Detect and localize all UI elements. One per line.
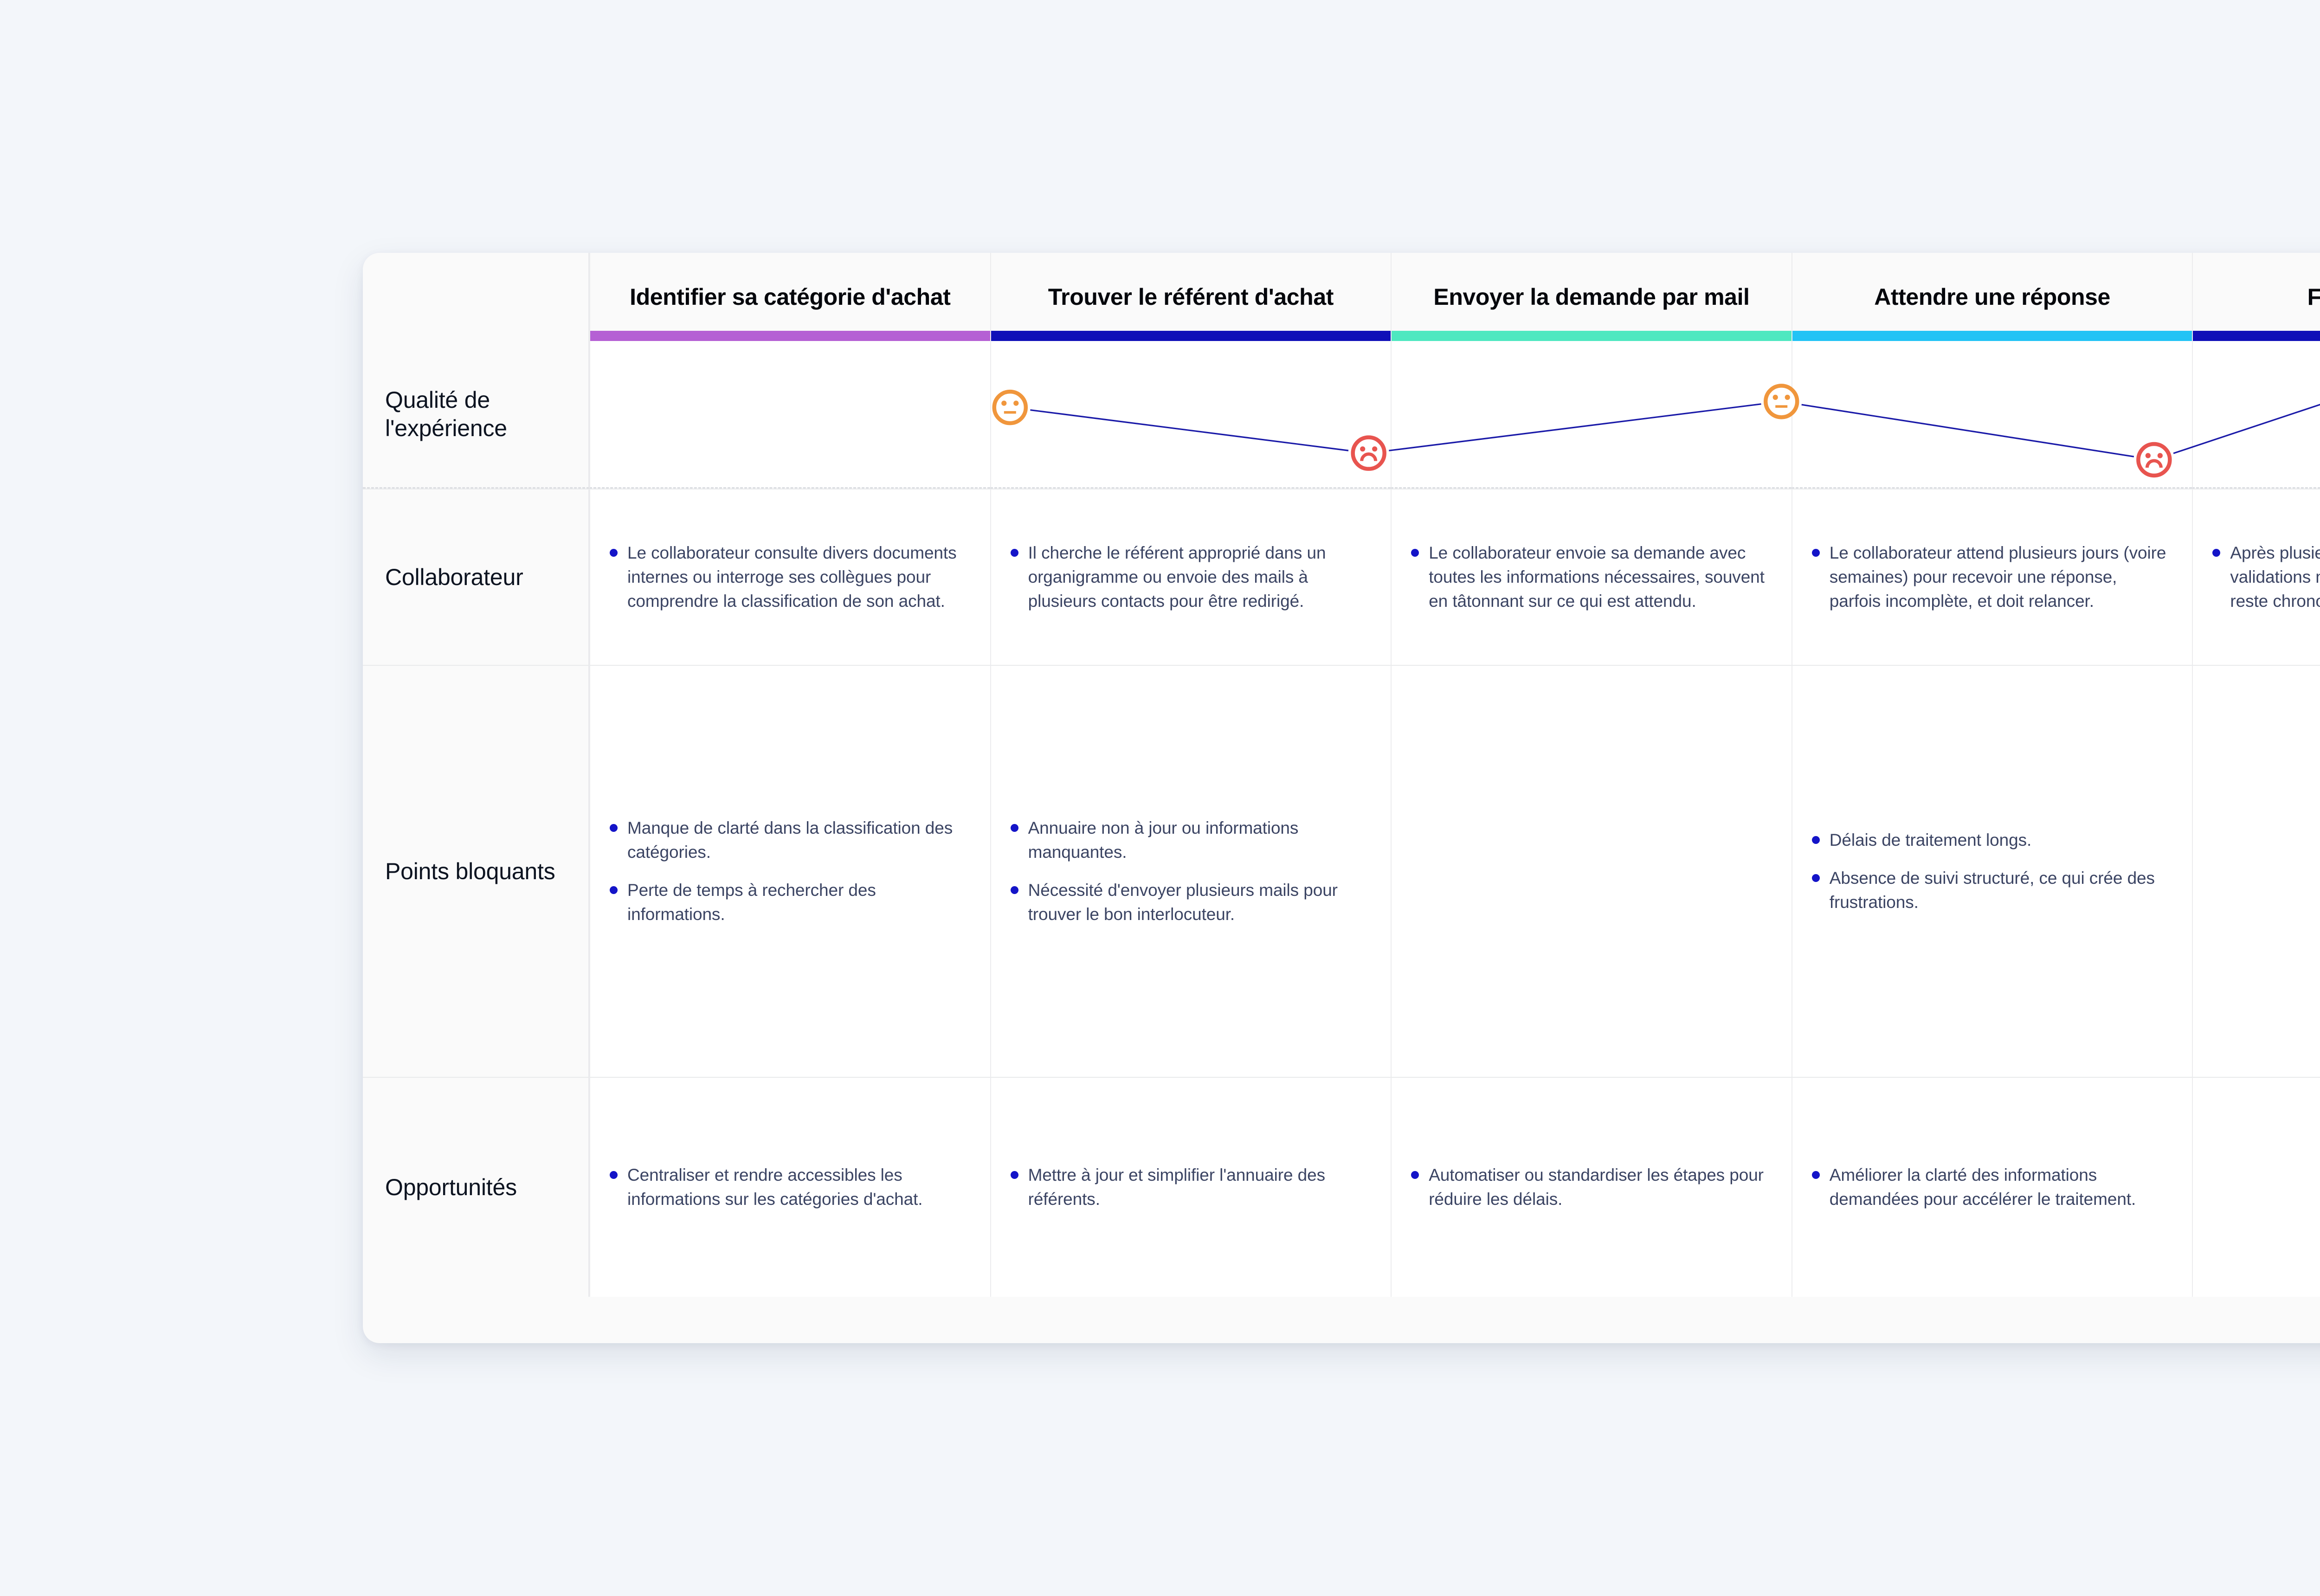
points-bloquants-cell-3 <box>1391 665 1792 1077</box>
experience-cell-3 <box>1391 341 1792 489</box>
bullet-list: Il cherche le référent approprié dans un… <box>1007 541 1372 613</box>
stage-title: Attendre une réponse <box>1874 284 2110 310</box>
row-label-points-bloquants: Points bloquants <box>363 665 589 1077</box>
list-item: Délais de traitement longs. <box>1808 828 2173 852</box>
row-label-text: Points bloquants <box>385 858 555 884</box>
row-label-text: Collaborateur <box>385 564 523 590</box>
stage-title: Identifier sa catégorie d'achat <box>630 284 951 310</box>
points-bloquants-cell-5 <box>2192 665 2320 1077</box>
list-item: Le collaborateur attend plusieurs jours … <box>1808 541 2173 613</box>
list-item: Après plusieurs échanges, il obtient les… <box>2209 541 2320 613</box>
bullet-list: Le collaborateur consulte divers documen… <box>606 541 971 613</box>
collaborateur-cell-3: Le collaborateur envoie sa demande avec … <box>1391 489 1792 665</box>
journey-map-card: Identifier sa catégorie d'achat Trouver … <box>363 253 2320 1343</box>
experience-cell-4 <box>1791 341 2192 489</box>
collaborateur-cell-1: Le collaborateur consulte divers documen… <box>589 489 990 665</box>
stage-color-bar <box>590 331 990 341</box>
stage-title: Trouver le référent d'achat <box>1048 284 1334 310</box>
bullet-list: Mettre à jour et simplifier l'annuaire d… <box>1007 1163 1372 1211</box>
bullet-list: Le collaborateur attend plusieurs jours … <box>1808 541 2173 613</box>
stage-header-4[interactable]: Attendre une réponse <box>1791 253 2192 341</box>
points-bloquants-cell-1: Manque de clarté dans la classification … <box>589 665 990 1077</box>
stage-title: Envoyer la demande par mail <box>1433 284 1750 310</box>
collaborateur-cell-5: Après plusieurs échanges, il obtient les… <box>2192 489 2320 665</box>
row-label-collaborateur: Collaborateur <box>363 489 589 665</box>
experience-cell-1 <box>589 341 990 489</box>
list-item: Centraliser et rendre accessibles les in… <box>606 1163 971 1211</box>
stage-header-2[interactable]: Trouver le référent d'achat <box>990 253 1391 341</box>
opportunites-cell-4: Améliorer la clarté des informations dem… <box>1791 1077 2192 1297</box>
stage-color-bar <box>2193 331 2320 341</box>
opportunites-cell-3: Automatiser ou standardiser les étapes p… <box>1391 1077 1792 1297</box>
opportunites-cell-5 <box>2192 1077 2320 1297</box>
list-item: Manque de clarté dans la classification … <box>606 816 971 864</box>
list-item: Améliorer la clarté des informations dem… <box>1808 1163 2173 1211</box>
stage-header-5[interactable]: Finaliser l'achat <box>2192 253 2320 341</box>
opportunites-cell-1: Centraliser et rendre accessibles les in… <box>589 1077 990 1297</box>
opportunites-cell-2: Mettre à jour et simplifier l'annuaire d… <box>990 1077 1391 1297</box>
stage-color-bar <box>1792 331 2192 341</box>
bullet-list: Après plusieurs échanges, il obtient les… <box>2209 541 2320 613</box>
list-item: Le collaborateur envoie sa demande avec … <box>1407 541 1772 613</box>
list-item: Absence de suivi structuré, ce qui crée … <box>1808 866 2173 914</box>
bullet-list: Centraliser et rendre accessibles les in… <box>606 1163 971 1211</box>
list-item: Le collaborateur consulte divers documen… <box>606 541 971 613</box>
bullet-list: Améliorer la clarté des informations dem… <box>1808 1163 2173 1211</box>
stage-color-bar <box>1392 331 1792 341</box>
list-item: Perte de temps à rechercher des informat… <box>606 878 971 927</box>
experience-cell-2 <box>990 341 1391 489</box>
bullet-list: Automatiser ou standardiser les étapes p… <box>1407 1163 1772 1211</box>
row-label-opportunites: Opportunités <box>363 1077 589 1297</box>
collaborateur-cell-2: Il cherche le référent approprié dans un… <box>990 489 1391 665</box>
stage-header-3[interactable]: Envoyer la demande par mail <box>1391 253 1792 341</box>
list-item: Annuaire non à jour ou informations manq… <box>1007 816 1372 864</box>
list-item: Mettre à jour et simplifier l'annuaire d… <box>1007 1163 1372 1211</box>
bullet-list: Annuaire non à jour ou informations manq… <box>1007 816 1372 926</box>
row-label-experience: Qualité de l'expérience <box>363 341 589 489</box>
list-item: Il cherche le référent approprié dans un… <box>1007 541 1372 613</box>
points-bloquants-cell-4: Délais de traitement longs. Absence de s… <box>1791 665 2192 1077</box>
header-corner-cell <box>363 253 589 341</box>
stage-header-1[interactable]: Identifier sa catégorie d'achat <box>589 253 990 341</box>
collaborateur-cell-4: Le collaborateur attend plusieurs jours … <box>1791 489 2192 665</box>
stage-title: Finaliser l'achat <box>2307 284 2320 310</box>
stage-color-bar <box>991 331 1391 341</box>
bullet-list: Manque de clarté dans la classification … <box>606 816 971 926</box>
points-bloquants-cell-2: Annuaire non à jour ou informations manq… <box>990 665 1391 1077</box>
row-label-text: Qualité de l'expérience <box>385 386 507 441</box>
row-label-text: Opportunités <box>385 1174 517 1200</box>
list-item: Automatiser ou standardiser les étapes p… <box>1407 1163 1772 1211</box>
experience-cell-5 <box>2192 341 2320 489</box>
journey-map-grid: Identifier sa catégorie d'achat Trouver … <box>363 253 2320 1343</box>
list-item: Nécessité d'envoyer plusieurs mails pour… <box>1007 878 1372 927</box>
bullet-list: Délais de traitement longs. Absence de s… <box>1808 828 2173 914</box>
bullet-list: Le collaborateur envoie sa demande avec … <box>1407 541 1772 613</box>
